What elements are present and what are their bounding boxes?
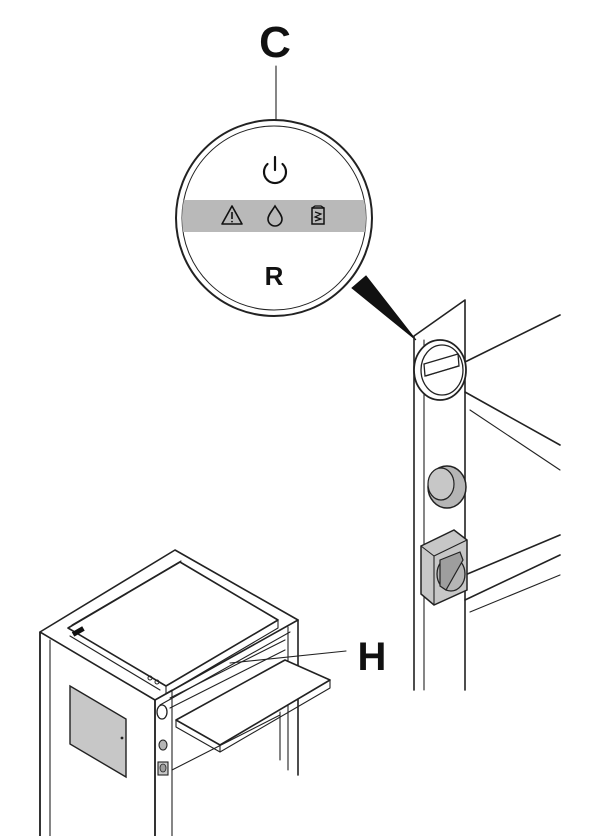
callout-label-r: R xyxy=(265,261,284,291)
warning-icon xyxy=(221,205,243,225)
drop-icon xyxy=(267,204,283,227)
callout-label-h: H xyxy=(358,635,387,679)
magnifier-pointer xyxy=(351,275,417,341)
callout-line-h xyxy=(229,650,347,664)
cabinet-door[interactable] xyxy=(69,684,127,779)
mini-switch-knob xyxy=(156,704,168,720)
push-button[interactable] xyxy=(427,465,467,509)
rotary-selector-switch[interactable] xyxy=(420,529,468,606)
side-panel-closeup xyxy=(413,299,561,691)
callout-label-c: C xyxy=(259,18,291,67)
bag-full-icon xyxy=(311,205,325,225)
magnifier-circle: R xyxy=(175,119,417,341)
mini-push-button xyxy=(158,739,168,751)
power-icon xyxy=(262,155,288,185)
main-switch-knob[interactable] xyxy=(413,339,467,401)
pull-out-shelf[interactable] xyxy=(169,639,331,753)
machine-overview xyxy=(39,549,331,836)
